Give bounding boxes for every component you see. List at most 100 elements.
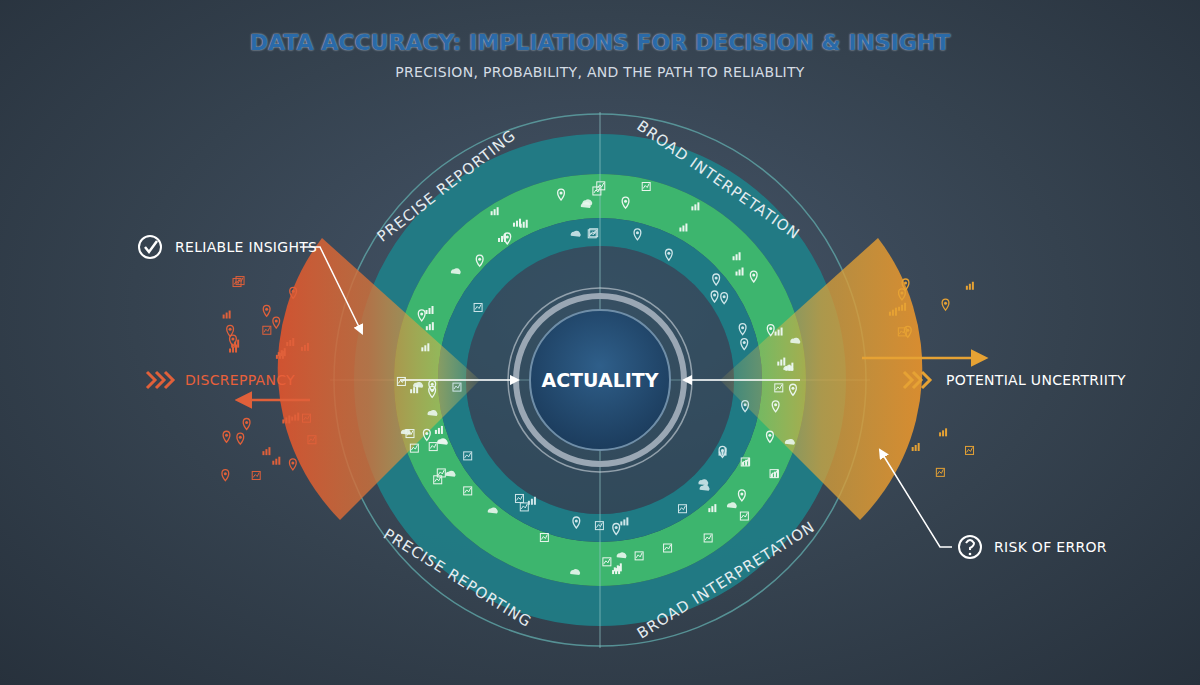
data-icon <box>286 338 294 346</box>
data-icon <box>939 428 947 436</box>
center-circle: ACTUALITY <box>529 309 670 450</box>
data-icon <box>290 287 297 298</box>
data-icon <box>634 229 641 240</box>
data-icon <box>750 271 757 282</box>
data-icon <box>282 415 290 423</box>
data-icon <box>421 343 429 351</box>
title: DATA ACCURACY: IMPLIATIONS FOR DECISION … <box>0 30 1200 55</box>
data-icon <box>243 418 250 429</box>
data-icon <box>775 328 783 336</box>
data-icon <box>437 469 445 477</box>
node-text: ACTUALITY <box>541 369 658 391</box>
data-icon <box>614 563 622 571</box>
data-icon <box>227 325 234 336</box>
data-icon <box>775 384 783 392</box>
data-icon <box>273 317 280 328</box>
data-icon <box>719 448 727 456</box>
data-icon <box>571 231 581 237</box>
data-icon <box>231 340 239 348</box>
data-icon <box>736 268 744 276</box>
data-icon <box>289 459 296 470</box>
data-icon <box>418 310 425 321</box>
data-icon <box>936 468 944 476</box>
data-icon <box>708 504 716 512</box>
data-icon <box>223 311 231 319</box>
data-icon <box>898 303 906 311</box>
data-icon <box>263 305 270 316</box>
data-icon <box>429 386 436 397</box>
data-icon <box>426 322 434 330</box>
data-icon <box>700 485 710 491</box>
data-icon <box>790 338 800 344</box>
data-icon <box>528 497 536 505</box>
data-icon <box>679 224 687 232</box>
data-icon <box>303 414 311 422</box>
data-icon <box>453 383 461 391</box>
data-icon <box>698 479 708 485</box>
data-icon <box>429 443 437 451</box>
data-icon <box>733 252 741 260</box>
data-icon <box>742 458 750 466</box>
data-icon <box>520 503 528 511</box>
data-icon <box>435 426 443 434</box>
data-icon <box>237 433 244 444</box>
data-icon <box>474 303 482 311</box>
data-icon <box>291 413 299 421</box>
data-icon <box>423 429 430 440</box>
data-icon <box>741 458 749 466</box>
data-icon <box>428 410 438 416</box>
data-icon <box>665 249 672 260</box>
data-icon <box>767 431 774 442</box>
data-icon <box>262 447 270 455</box>
data-icon <box>438 439 448 445</box>
data-icon <box>451 268 461 274</box>
data-icon <box>476 255 483 266</box>
data-icon <box>520 220 528 228</box>
data-icon <box>771 470 779 478</box>
data-icon <box>401 429 411 435</box>
data-icon <box>617 552 627 558</box>
data-icon <box>276 351 284 359</box>
data-icon <box>308 436 316 444</box>
data-icon <box>498 234 506 242</box>
data-icon <box>301 343 309 351</box>
data-icon <box>742 401 749 412</box>
data-icon <box>570 569 580 575</box>
callout-label: DISCREPPANCY <box>185 372 295 388</box>
data-icon <box>603 558 611 566</box>
data-icon <box>741 339 748 350</box>
data-icon <box>464 487 472 495</box>
data-icon <box>437 438 447 444</box>
data-icon <box>413 382 423 388</box>
data-icon <box>464 452 472 460</box>
data-icon <box>738 490 745 501</box>
data-icon <box>590 229 598 237</box>
data-icon <box>573 517 580 528</box>
data-icon <box>642 183 650 191</box>
data-icon <box>912 443 920 451</box>
data-icon <box>622 197 629 208</box>
data-icon <box>612 566 620 574</box>
callout-label: POTENTIAL UNCERTRIITY <box>946 372 1126 388</box>
data-icon <box>540 534 548 542</box>
data-icon <box>252 471 260 479</box>
data-icon <box>785 363 793 371</box>
data-icon <box>777 358 785 366</box>
data-icon <box>767 325 774 336</box>
subtitle: PRECISION, PROBABILITY, AND THE PATH TO … <box>395 64 804 80</box>
data-icon <box>597 182 605 190</box>
data-icon <box>613 523 620 534</box>
data-icon <box>740 512 748 520</box>
data-icon <box>790 384 797 395</box>
data-icon <box>515 494 523 502</box>
data-icon <box>739 324 746 335</box>
data-icon <box>966 282 974 290</box>
data-icon <box>899 289 906 300</box>
data-icon <box>426 306 434 314</box>
data-icon <box>713 274 720 285</box>
data-icon <box>664 544 672 552</box>
data-icon <box>233 279 241 287</box>
data-icon <box>263 326 271 334</box>
callout-label: RISK OF ERROR <box>994 539 1107 555</box>
data-icon <box>595 522 603 530</box>
